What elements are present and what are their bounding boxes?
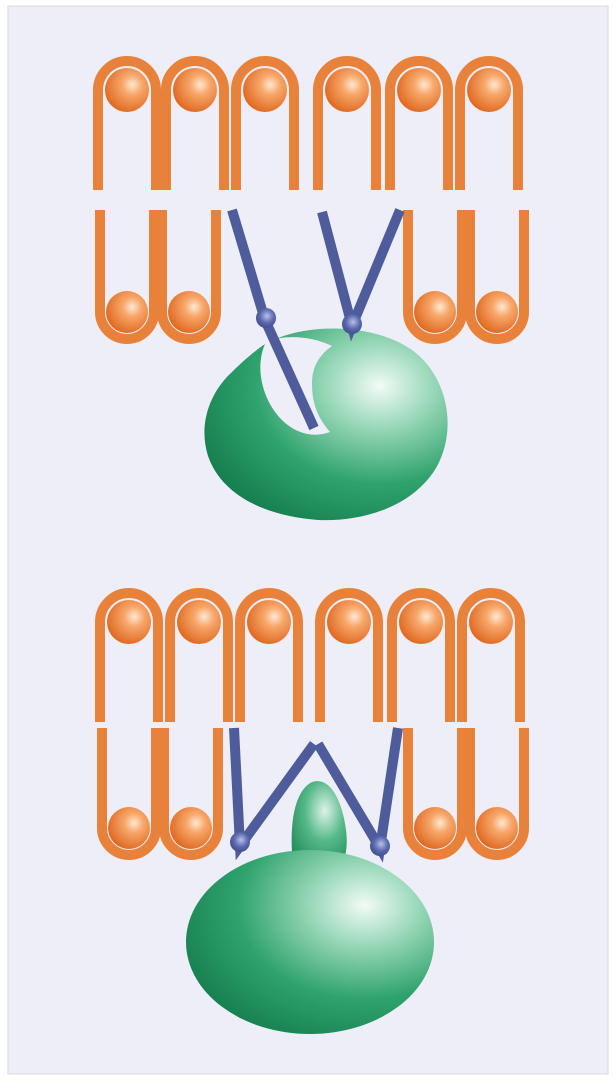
anchor-right-bottom	[313, 727, 403, 863]
protein-bottom	[186, 781, 434, 1034]
lipid-inner	[403, 728, 467, 860]
lipid-outer	[387, 588, 455, 722]
inner-leaflet-top	[95, 210, 529, 344]
lipid-outer	[95, 588, 163, 722]
lipid-inner	[465, 210, 529, 344]
lipid-outer	[315, 588, 383, 722]
lipid-outer	[457, 588, 525, 722]
lipid-outer	[161, 56, 229, 190]
bottom-panel	[95, 588, 529, 1034]
lipid-inner	[157, 210, 221, 344]
lipid-inner	[97, 728, 161, 860]
protein-body	[186, 850, 434, 1034]
outer-leaflet-top	[93, 56, 523, 190]
protein-bump	[291, 781, 347, 866]
lipid-outer	[455, 56, 523, 190]
lipid-outer	[165, 588, 233, 722]
lipid-inner	[159, 728, 223, 860]
lipid-inner	[403, 210, 467, 344]
lipid-inner	[465, 728, 529, 860]
inner-leaflet-bottom	[97, 728, 529, 860]
anchor-right-top	[317, 208, 405, 342]
anchor-left-top	[227, 208, 319, 431]
anchor-joint	[342, 314, 362, 334]
anchor-joint	[256, 308, 276, 328]
lipid-outer	[93, 56, 161, 190]
lipid-inner	[95, 210, 159, 344]
outer-leaflet-bottom	[95, 588, 525, 722]
anchor-left-bottom	[229, 727, 319, 861]
lipid-outer	[385, 56, 453, 190]
lipid-outer	[231, 56, 299, 190]
anchor-joint	[230, 832, 250, 852]
lipid-outer	[235, 588, 303, 722]
top-panel	[93, 56, 529, 521]
anchor-joint	[370, 836, 390, 856]
lipid-outer	[313, 56, 381, 190]
